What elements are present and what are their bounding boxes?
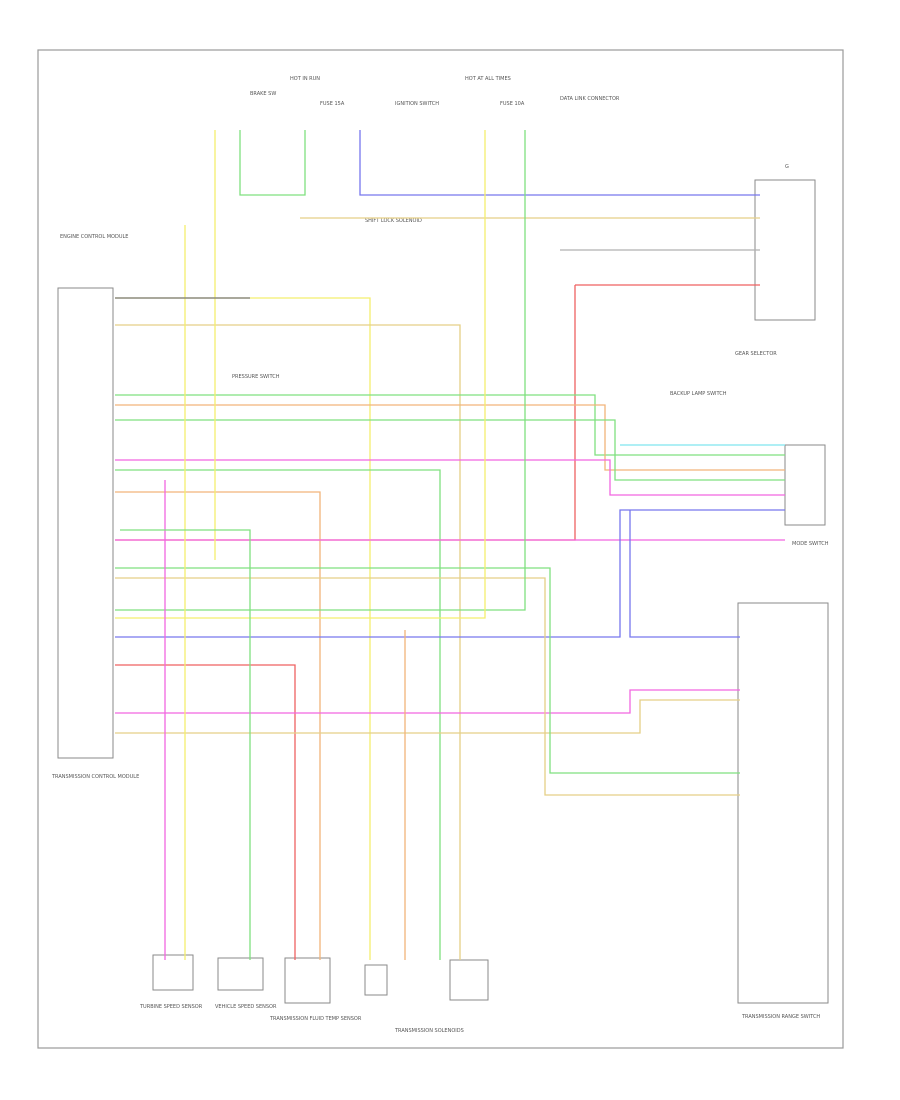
fuse-a-label: FUSE 15A: [320, 101, 345, 107]
turbine-sensor-label: TURBINE SPEED SENSOR: [139, 1004, 203, 1010]
data-link-label: DATA LINK CONNECTOR: [560, 96, 620, 102]
wire-green-19: [115, 130, 526, 611]
wire-tan-4: [115, 324, 461, 960]
wire-pink-8: [115, 459, 785, 496]
pressure-sw-label: PRESSURE SWITCH: [232, 374, 280, 380]
shift-lock-label: SHIFT LOCK SOLENOID: [365, 218, 422, 224]
fluid-temp-label: TRANSMISSION FLUID TEMP SENSOR: [269, 1016, 362, 1022]
wire-yellow-3: [115, 297, 371, 960]
wire-red-2: [115, 284, 760, 541]
wire-yellow-20: [115, 130, 486, 619]
mode-switch-label: MODE SWITCH: [792, 541, 829, 547]
wire-green-9: [115, 469, 441, 960]
tcm-box: [57, 287, 114, 759]
gear-selector-label: GEAR SELECTOR: [735, 351, 777, 357]
wire-pink-15: [115, 689, 740, 714]
solenoid-b-box: [449, 959, 489, 1001]
turbine-sensor-box: [152, 954, 194, 991]
wire-orange-6: [115, 404, 785, 471]
range-switch-box: [737, 602, 829, 1004]
wire-green-17: [115, 567, 740, 774]
wire-green-27: [120, 529, 251, 960]
mode-switch-box: [784, 444, 826, 526]
backup-label: BACKUP LAMP SWITCH: [670, 391, 727, 397]
wires-group: [115, 130, 785, 960]
vss-box: [217, 957, 264, 991]
wire-green-7: [115, 419, 785, 481]
wire-green-23: [239, 130, 306, 196]
fuse-b-label: FUSE 10A: [500, 101, 525, 107]
tcm-top-label: ENGINE CONTROL MODULE: [60, 234, 128, 240]
brake-sw-label: BRAKE SW: [250, 91, 276, 97]
tcm-title-label: TRANSMISSION CONTROL MODULE: [51, 774, 139, 780]
wire-blue-12: [115, 509, 785, 638]
wire-green-5: [115, 394, 785, 456]
fluid-temp-box: [284, 957, 331, 1004]
ground-label: G: [785, 164, 789, 170]
wire-tan-16: [115, 699, 740, 734]
ignition-label: IGNITION SWITCH: [395, 101, 439, 107]
wire-blue-0: [359, 130, 760, 196]
gear-selector-box: [754, 179, 816, 321]
diagram-frame: [37, 49, 844, 1049]
vss-label: VEHICLE SPEED SENSOR: [215, 1004, 277, 1010]
solenoids-label: TRANSMISSION SOLENOIDS: [394, 1028, 464, 1034]
wire-red-14: [115, 664, 296, 960]
hot-run-label: HOT IN RUN: [290, 76, 320, 82]
range-switch-label: TRANSMISSION RANGE SWITCH: [741, 1014, 820, 1020]
solenoid-a-box: [364, 964, 388, 996]
wire-blue-13: [629, 510, 740, 638]
wire-orange-10: [115, 491, 321, 960]
wire-tan-18: [115, 577, 740, 796]
hot-all-label: HOT AT ALL TIMES: [465, 76, 511, 82]
